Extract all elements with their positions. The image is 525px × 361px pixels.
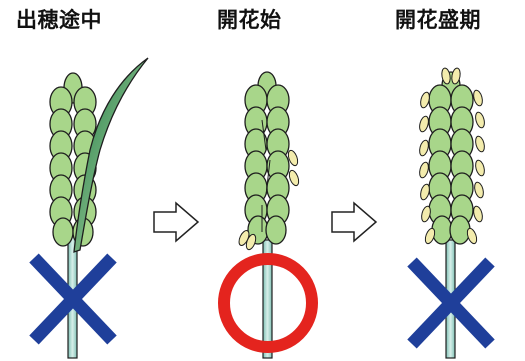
- wheat-ear-full-bloom: [418, 67, 486, 358]
- spikelets: [429, 72, 473, 244]
- arrow-right-icon: [154, 203, 198, 241]
- spikelets: [245, 72, 289, 244]
- wheat-ear-flowering-start: [237, 72, 301, 358]
- arrow-right-icon: [332, 203, 376, 241]
